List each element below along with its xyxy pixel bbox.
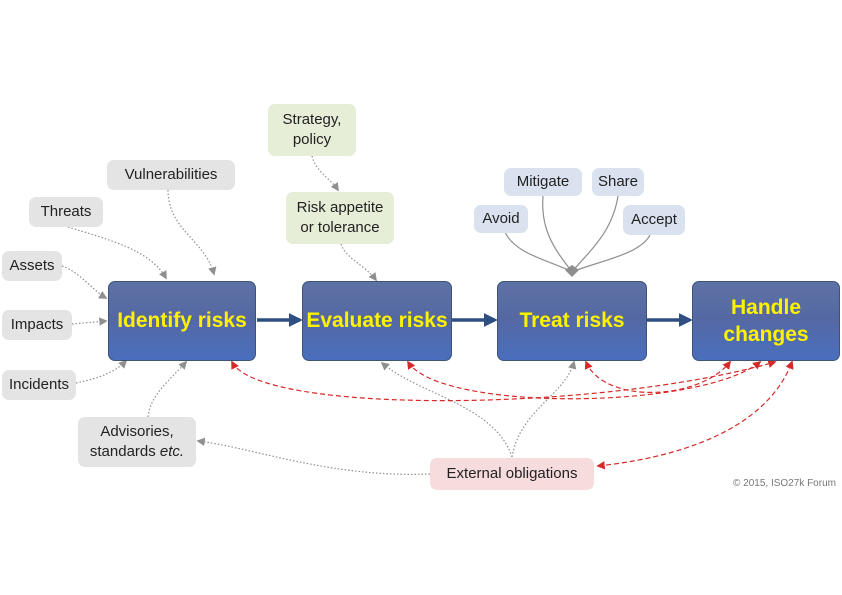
handle-changes-line2: changes [723, 323, 809, 346]
connector-external-advisories [196, 437, 431, 475]
assets-label: Assets [9, 256, 55, 274]
connector-impacts [71, 317, 108, 326]
vulnerabilities-tag: Vulnerabilities [107, 160, 235, 190]
connector-share [571, 195, 619, 273]
accept-tag: Accept [623, 205, 685, 235]
mitigate-label: Mitigate [516, 172, 570, 190]
connector-threats [67, 226, 167, 280]
treat-risks-box: Treat risks [497, 281, 647, 361]
evaluate-risks-label: Evaluate risks [306, 309, 448, 333]
connector-accept [571, 234, 651, 273]
avoid-label: Avoid [482, 209, 520, 227]
external-obligations-label: External obligations [446, 464, 578, 482]
feedback-treat [584, 360, 732, 393]
strategy-policy-tag: Strategy, policy [268, 104, 356, 156]
advisories-line2-prefix: standards [89, 443, 160, 460]
handle-changes-box: Handle changes [692, 281, 840, 361]
feedback-identify [231, 359, 777, 402]
copyright-notice: © 2015, ISO27k Forum [733, 478, 836, 489]
threats-tag: Threats [29, 197, 103, 227]
identify-risks-label: Identify risks [117, 309, 247, 333]
appetite-line2: or tolerance [300, 219, 380, 236]
avoid-tag: Avoid [474, 205, 528, 233]
connector-appetite [340, 243, 377, 282]
connector-incidents [75, 359, 128, 384]
connector-strategy [311, 155, 339, 192]
connector-avoid [504, 231, 573, 273]
appetite-line1: Risk appetite [296, 198, 384, 216]
external-obligations-tag: External obligations [430, 458, 594, 490]
impacts-tag: Impacts [2, 310, 72, 340]
connector-external-evaluate [380, 361, 513, 458]
evaluate-risks-box: Evaluate risks [302, 281, 452, 361]
risk-appetite-tag: Risk appetite or tolerance [286, 192, 394, 244]
strategy-line2: policy [292, 131, 332, 148]
threats-label: Threats [40, 202, 92, 220]
connector-advisories [147, 360, 188, 418]
incidents-tag: Incidents [2, 370, 76, 400]
feedback-evaluate [407, 360, 762, 400]
feedback-external [596, 360, 794, 470]
options-merge-point [565, 265, 579, 277]
accept-label: Accept [631, 210, 677, 228]
treat-risks-label: Treat risks [519, 309, 625, 333]
connector-mitigate [542, 195, 573, 273]
share-label: Share [597, 172, 639, 190]
vulnerabilities-label: Vulnerabilities [124, 165, 218, 183]
connector-assets [61, 265, 108, 299]
share-tag: Share [592, 168, 644, 196]
advisories-line2: standards etc. [90, 442, 184, 462]
mitigate-tag: Mitigate [504, 168, 582, 196]
advisories-line1: Advisories, [100, 422, 174, 440]
connector-vulnerabilities [167, 189, 217, 276]
advisories-tag: Advisories, standards etc. [78, 417, 196, 467]
handle-changes-line1: Handle [730, 295, 801, 319]
strategy-line1: Strategy, [282, 110, 342, 128]
impacts-label: Impacts [10, 315, 64, 333]
identify-risks-box: Identify risks [108, 281, 256, 361]
advisories-line2-italic: etc. [159, 443, 185, 460]
incidents-label: Incidents [8, 375, 70, 393]
connector-external-treat [511, 360, 577, 458]
assets-tag: Assets [2, 251, 62, 281]
